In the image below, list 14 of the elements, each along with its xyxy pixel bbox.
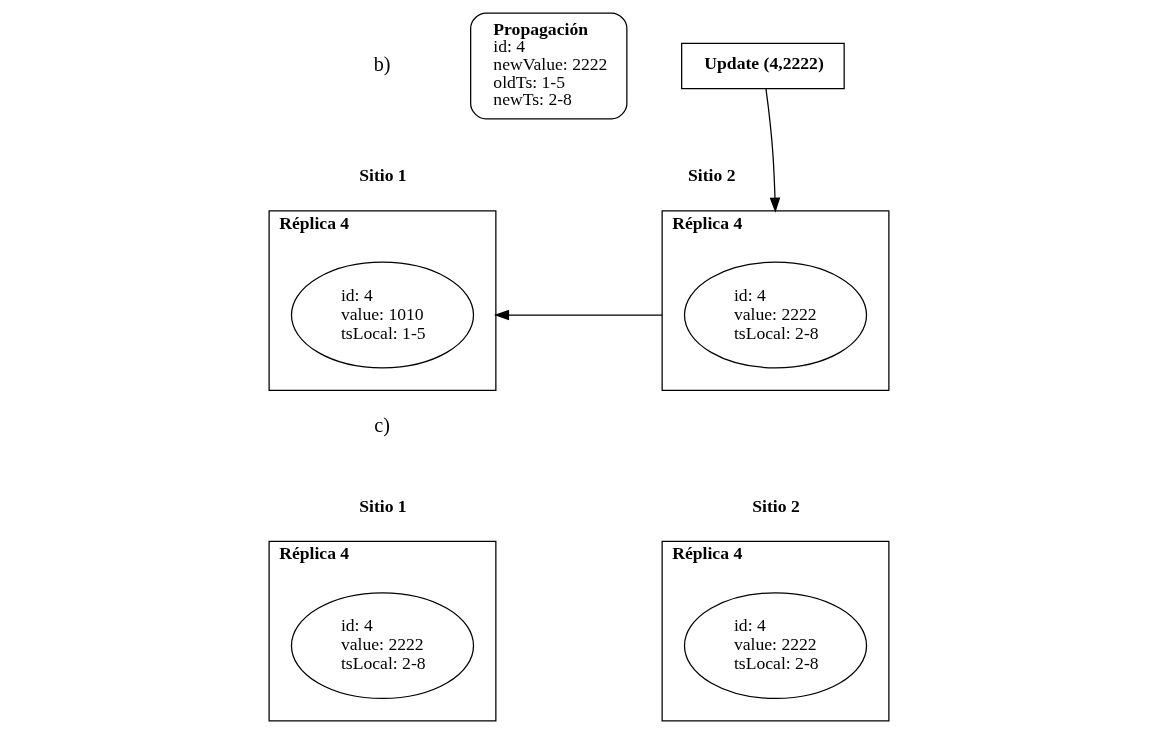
node-ellipse: id: 4 value: 1010 tsLocal: 1-5 [290, 261, 475, 369]
arrow [765, 88, 781, 213]
node-ellipse: id: 4 value: 2222 tsLocal: 2-8 [683, 592, 868, 700]
node-box: Update (4,2222) [681, 42, 845, 90]
label: c) [374, 413, 390, 436]
node-box: Propagación id: 4 newValue: 2222 oldTs: 1-5 newTs: 2-8 [470, 12, 628, 120]
node-ellipse: id: 4 value: 2222 tsLocal: 2-8 [290, 592, 475, 700]
node-label: Sitio 2 [752, 496, 800, 517]
node-ellipse: id: 4 value: 2222 tsLocal: 2-8 [683, 261, 868, 369]
node-label: Sitio 1 [359, 165, 407, 186]
node-label: Sitio 1 [359, 496, 407, 517]
arrow [493, 309, 663, 321]
node-label: Sitio 2 [687, 165, 736, 186]
label: b) [373, 52, 391, 75]
